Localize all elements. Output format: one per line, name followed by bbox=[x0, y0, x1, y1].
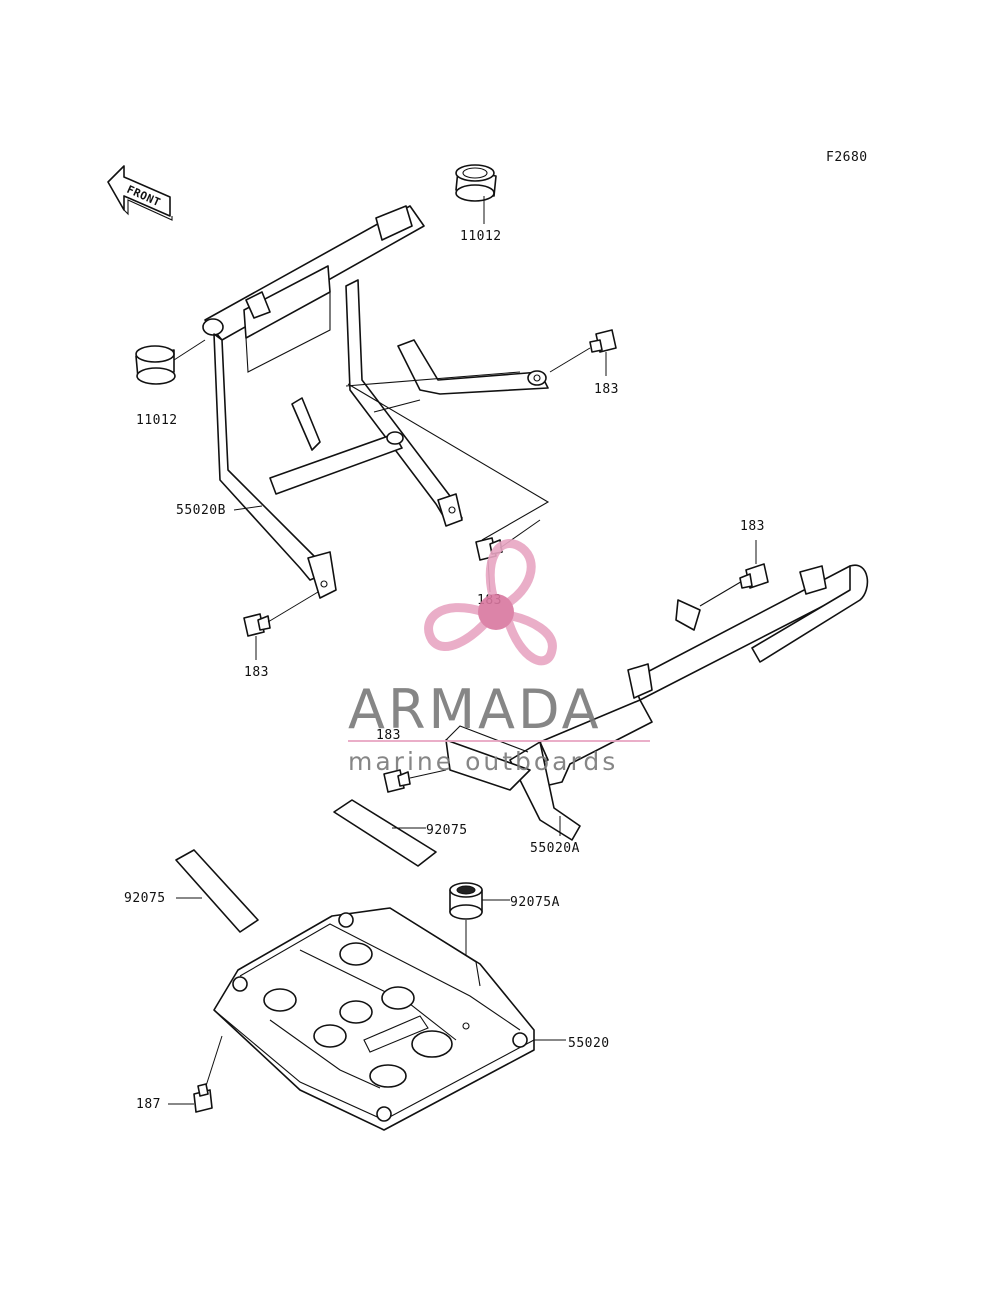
watermark: ARMADA marine outboards bbox=[348, 539, 650, 776]
callout-pad-left: 92075 bbox=[124, 891, 166, 906]
callout-screw: 187 bbox=[136, 1097, 161, 1112]
screw-part bbox=[193, 1083, 213, 1113]
figure-code: F2680 bbox=[826, 150, 868, 165]
callout-frame-front: 55020A bbox=[530, 841, 580, 856]
watermark-brand: ARMADA bbox=[348, 678, 602, 741]
bolt-lower-left-part bbox=[243, 613, 271, 637]
bolt-front-part bbox=[383, 769, 411, 793]
rear-frame-part bbox=[202, 205, 550, 599]
callout-bolt-lower-left: 183 bbox=[244, 665, 269, 680]
callout-bolt-front: 183 bbox=[376, 728, 401, 743]
watermark-rule bbox=[348, 740, 650, 742]
pad-upper-part bbox=[333, 799, 437, 867]
callout-bumper-left: 11012 bbox=[136, 413, 178, 428]
propeller-hub-icon bbox=[478, 594, 514, 630]
callout-bumper-right: 11012 bbox=[460, 229, 502, 244]
collar-part bbox=[449, 882, 483, 920]
bumper-left-part bbox=[135, 345, 176, 385]
skid-plate-part bbox=[213, 907, 535, 1131]
callout-bolt-top-right: 183 bbox=[594, 382, 619, 397]
callout-frame-rear: 55020B bbox=[176, 503, 226, 518]
callout-bolt-right: 183 bbox=[740, 519, 765, 534]
bolt-top-right-part bbox=[589, 329, 617, 353]
callout-pad-upper: 92075 bbox=[426, 823, 468, 838]
callout-skid-plate: 55020 bbox=[568, 1036, 610, 1051]
bolt-right-part bbox=[739, 563, 769, 589]
front-frame-part bbox=[445, 564, 869, 841]
propeller-logo-icon bbox=[424, 539, 557, 666]
watermark-tagline: marine outboards bbox=[348, 747, 618, 776]
front-arrow-icon: FRONT bbox=[107, 165, 173, 221]
pad-left-part bbox=[175, 849, 259, 933]
bumper-right-part bbox=[455, 164, 497, 202]
callout-collar: 92075A bbox=[510, 895, 560, 910]
